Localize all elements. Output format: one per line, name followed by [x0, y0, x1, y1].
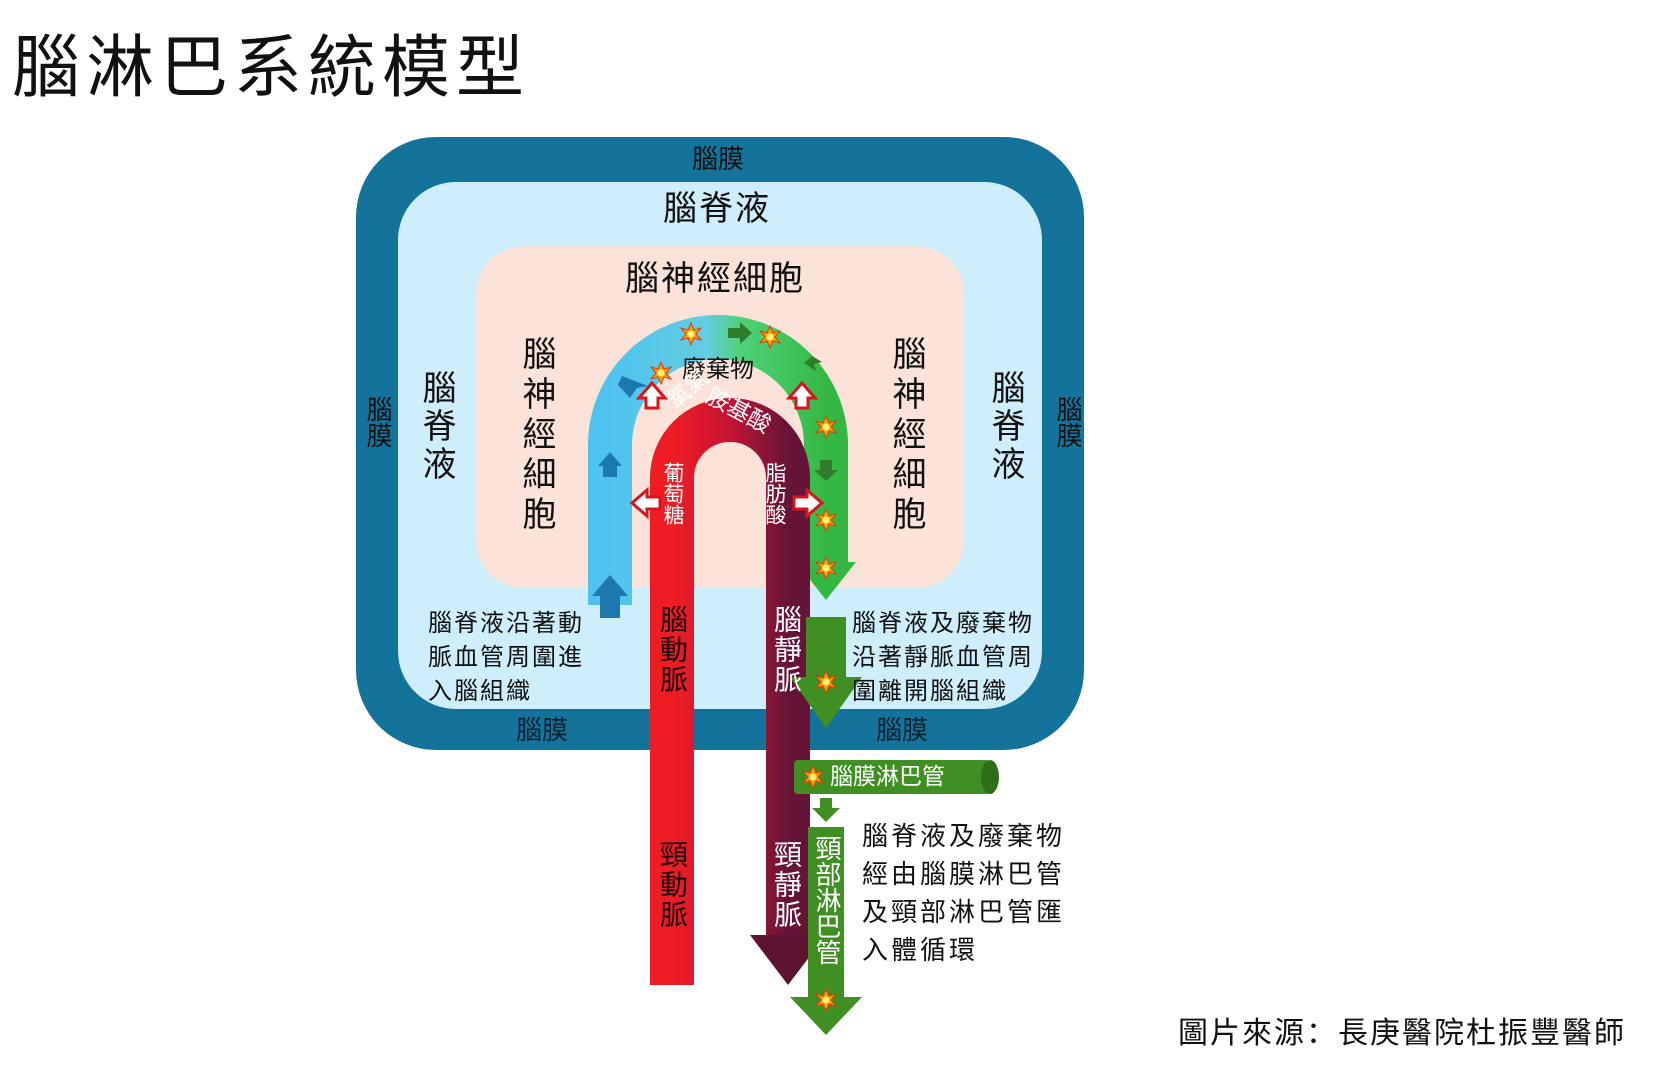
- note-csf-exit: 腦脊液及廢棄物 沿著靜脈血管周 圍離開腦組織: [852, 606, 1034, 708]
- label-meninges-top: 腦膜: [692, 145, 745, 175]
- csf-flow-arch: [588, 315, 848, 605]
- csf-out-arrowhead: [796, 562, 856, 600]
- cervical-lymph-vessel: [808, 827, 844, 997]
- label-waste: 廢棄物: [682, 355, 754, 383]
- note-circulation: 腦脊液及廢棄物 經由腦膜淋巴管 及頸部淋巴管匯 入體循環: [862, 818, 1065, 970]
- label-csf-right: 腦脊液: [985, 370, 1025, 484]
- note-line: 腦脊液及廢棄物: [852, 609, 1034, 637]
- label-meninges-bottom-right: 腦膜: [876, 716, 929, 746]
- image-source-credit: 圖片來源：長庚醫院杜振豐醫師: [1178, 1016, 1626, 1051]
- note-line: 及頸部淋巴管匯: [862, 898, 1066, 928]
- note-line: 腦脊液沿著動: [428, 609, 584, 637]
- label-cerebral-vein: 腦靜脈: [770, 605, 803, 695]
- note-csf-enter: 腦脊液沿著動 脈血管周圍進 入腦組織: [428, 606, 584, 708]
- vein-arrowhead: [750, 935, 826, 985]
- note-line: 經由腦膜淋巴管: [862, 860, 1066, 890]
- label-csf-left: 腦脊液: [416, 370, 456, 484]
- label-meninges-left: 腦膜: [362, 396, 392, 448]
- note-line: 圍離開腦組織: [852, 677, 1008, 705]
- label-jugular-vein: 頸靜脈: [770, 840, 803, 930]
- label-neurons-left: 腦神經細胞: [516, 336, 556, 536]
- note-line: 入腦組織: [428, 677, 532, 705]
- label-meninges-right: 腦膜: [1052, 396, 1082, 448]
- label-cervical-lymph: 頸部淋巴管: [811, 835, 841, 965]
- page-title: 腦淋巴系統模型: [12, 29, 531, 108]
- blood-vessel-arch: [650, 398, 810, 985]
- label-fatty-acid: 脂肪酸: [763, 462, 787, 525]
- label-glucose: 葡萄糖: [661, 462, 685, 525]
- label-csf-top: 腦脊液: [663, 189, 771, 229]
- label-cerebral-artery: 腦動脈: [656, 605, 689, 695]
- label-neurons-top: 腦神經細胞: [625, 259, 805, 299]
- note-line: 入體循環: [862, 936, 979, 966]
- lymph-flow-down: [806, 617, 846, 677]
- note-line: 脈血管周圍進: [428, 643, 584, 671]
- label-meninges-bottom-left: 腦膜: [516, 716, 569, 746]
- note-line: 腦脊液及廢棄物: [862, 822, 1066, 852]
- meningeal-lymph-vessel: [794, 760, 990, 794]
- label-carotid-artery: 頸動脈: [656, 840, 689, 930]
- note-line: 沿著靜脈血管周: [852, 643, 1034, 671]
- label-neurons-right: 腦神經細胞: [886, 336, 926, 536]
- label-meningeal-lymph: 腦膜淋巴管: [830, 764, 945, 790]
